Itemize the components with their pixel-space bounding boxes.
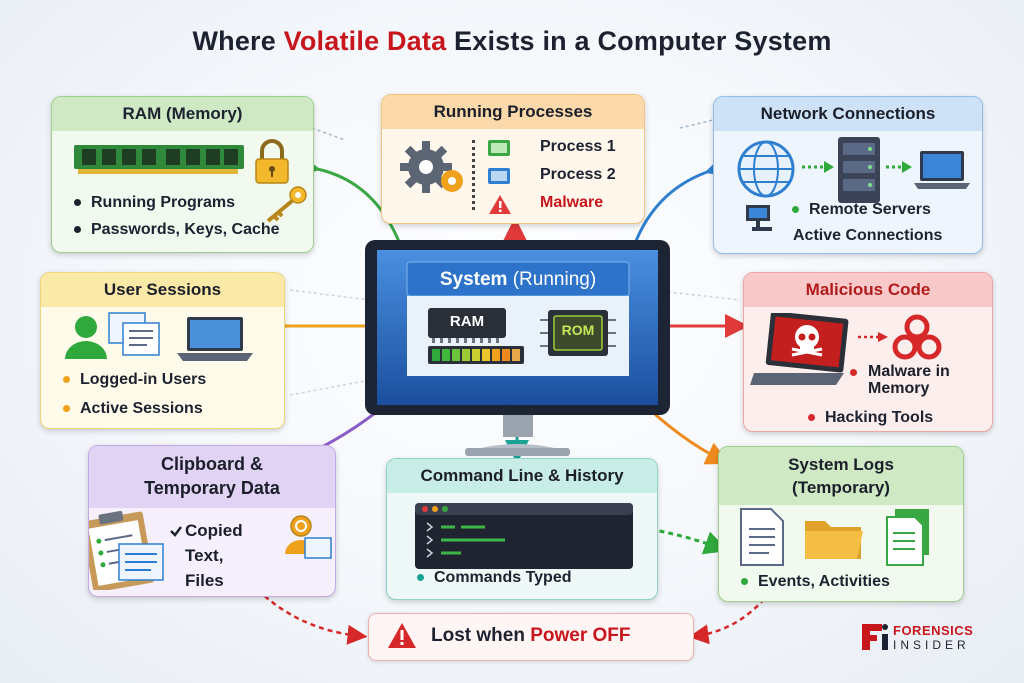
- processes-card-header: Running Processes: [382, 95, 644, 129]
- laptop-icon: [914, 151, 970, 189]
- process-item: Process 2: [540, 166, 616, 183]
- skull-icon: [791, 325, 823, 357]
- server-icon: [838, 137, 880, 203]
- malicious-item: Hacking Tools: [825, 409, 934, 426]
- warning-icon: [489, 195, 511, 214]
- warning-icon: [388, 623, 416, 648]
- syslogs-header-line: (Temporary): [792, 478, 890, 497]
- ram-card: RAM (Memory) Running Programs Passwords,…: [51, 96, 314, 253]
- clipboard-card: Clipboard & Temporary Data Copied Text, …: [88, 445, 336, 597]
- computer-monitor: [365, 240, 670, 456]
- monitor-icon: [746, 205, 772, 231]
- power-off-banner: Lost when Power OFF: [368, 613, 694, 661]
- network-card: Network Connections Remote Servers Activ…: [713, 96, 983, 254]
- clipboard-icon: [89, 511, 164, 590]
- process-item: Process 1: [540, 138, 616, 155]
- ram-item: Running Programs: [91, 194, 236, 211]
- brand-name: FORENSICS: [893, 623, 974, 638]
- log-file-icon: [740, 508, 784, 566]
- terminal-icon: [415, 503, 633, 569]
- ram-item: Passwords, Keys, Cache: [91, 221, 280, 238]
- malware-link-icon: [858, 332, 888, 342]
- padlock-icon: [255, 139, 289, 184]
- system-header: System (Running): [439, 269, 597, 290]
- biohazard-icon: [892, 314, 942, 360]
- log-file-icon: [886, 509, 929, 566]
- process-icon: [488, 140, 510, 156]
- copy-check-icon: [170, 526, 182, 537]
- document-icon: [108, 312, 160, 356]
- cmdline-card: Command Line & History Commands Typed: [386, 458, 658, 600]
- ram-module-icon: [428, 308, 524, 364]
- cmdline-card-header: Command Line & History: [387, 459, 657, 493]
- clipboard-card-header: Clipboard & Temporary Data: [89, 446, 335, 508]
- malicious-card-header: Malicious Code: [744, 273, 992, 307]
- laptop-icon: [177, 317, 253, 361]
- malicious-item: Malware in Memory: [868, 363, 950, 397]
- process-icon: [488, 168, 510, 184]
- folder-icon: [805, 521, 863, 559]
- process-list-divider: [472, 140, 478, 210]
- sessions-item: Logged-in Users: [80, 371, 207, 388]
- rom-label: ROM: [561, 322, 595, 338]
- syslogs-header-line: System Logs: [788, 455, 894, 474]
- network-link-icon: [802, 161, 834, 173]
- syslogs-card-header: System Logs (Temporary): [719, 447, 963, 505]
- user-icon: [65, 316, 107, 359]
- sessions-item: Active Sessions: [80, 400, 203, 417]
- network-item: Active Connections: [793, 227, 943, 244]
- clipboard-header-line: Temporary Data: [144, 478, 280, 498]
- network-item: Remote Servers: [809, 201, 931, 218]
- cmdline-item: Commands Typed: [434, 569, 572, 586]
- memory-chip-icon: [74, 145, 244, 174]
- clipboard-item: Copied Text, Files: [185, 521, 243, 590]
- syslogs-item: Events, Activities: [758, 573, 890, 590]
- clipboard-header-line: Clipboard &: [161, 454, 263, 474]
- malicious-card: Malicious Code Malware in Memory Hacking…: [743, 272, 993, 432]
- globe-icon: [737, 140, 795, 198]
- power-off-text: Lost when Power OFF: [431, 625, 631, 646]
- forensics-insider-logo: [862, 624, 888, 650]
- sessions-card-header: User Sessions: [41, 273, 284, 307]
- process-item-malware: Malware: [540, 194, 604, 211]
- ram-module-label: RAM: [449, 313, 485, 330]
- page-title: Where Volatile Data Exists in a Computer…: [192, 26, 832, 56]
- brand-subname: INSIDER: [893, 638, 970, 652]
- user-icon: [285, 515, 332, 559]
- network-card-header: Network Connections: [714, 97, 982, 131]
- key-icon: [266, 186, 307, 223]
- ram-card-header: RAM (Memory): [52, 97, 313, 131]
- gear-icon: [400, 141, 463, 193]
- syslogs-card: System Logs (Temporary) Events, Activiti…: [718, 446, 964, 602]
- network-link-icon: [886, 161, 912, 173]
- chip-icon: [540, 310, 616, 356]
- processes-card: Running Processes Process 1 Process 2 Ma…: [381, 94, 645, 224]
- sessions-card: User Sessions Logged-in Users Active Ses…: [40, 272, 285, 429]
